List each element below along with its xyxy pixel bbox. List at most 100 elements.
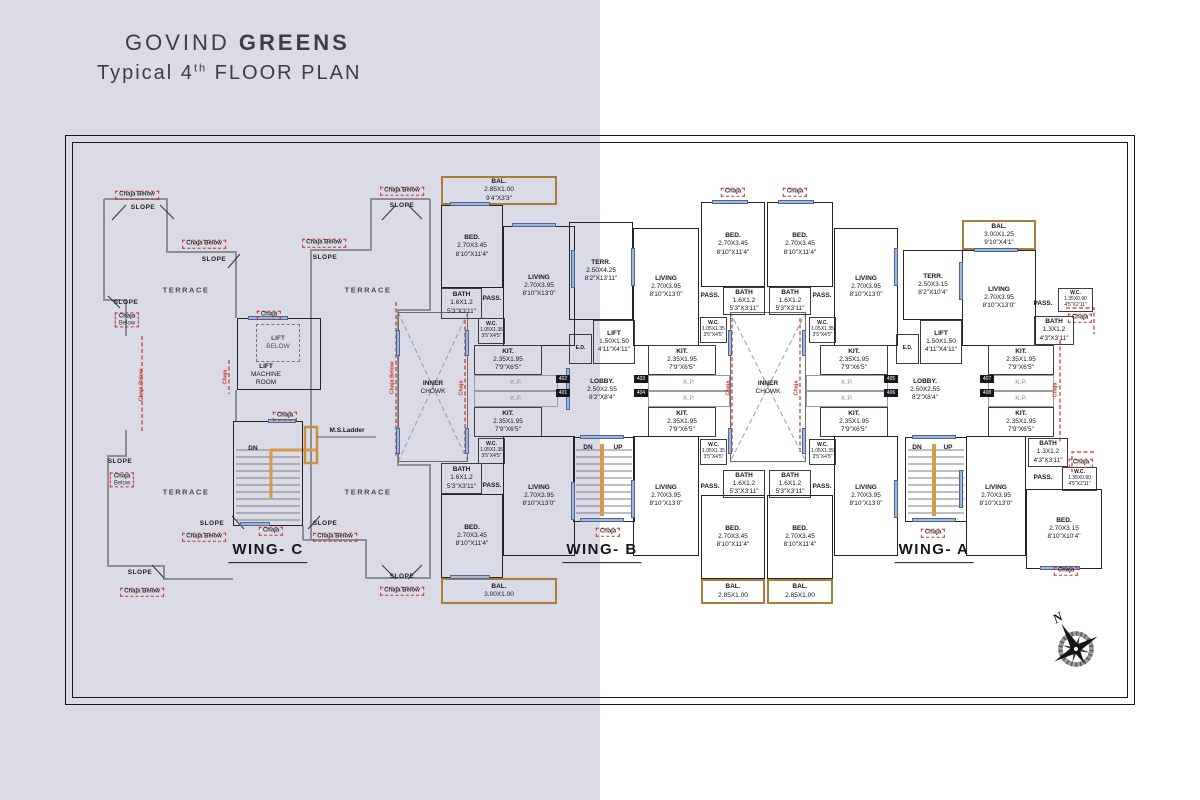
window xyxy=(728,428,732,454)
window xyxy=(778,200,814,204)
wingB-pass-left-top: PASS. xyxy=(700,291,720,299)
window xyxy=(728,330,732,356)
wingC-kp-1: K.P. xyxy=(474,375,558,391)
window xyxy=(465,330,469,356)
chaja-box-stairC-top: Chaja xyxy=(272,411,298,421)
wingB-pass-right-top: PASS. xyxy=(812,291,832,299)
window xyxy=(396,330,400,356)
terrace-label-4: TERRACE xyxy=(344,487,392,497)
chaja-below-box-10: Chaja Below xyxy=(380,586,424,596)
slope-label-2: SLOPE xyxy=(201,255,227,263)
wingC-pass-bot: PASS. xyxy=(482,481,502,489)
chaja-box-bedA: Chaja xyxy=(1053,566,1079,576)
window xyxy=(571,482,575,520)
wingC-bal-bot: BAL.3.00X1.00 xyxy=(441,578,557,604)
chaja-below-box-1: Chaja Below xyxy=(115,190,159,200)
wing-a-label: WING- A xyxy=(894,541,974,563)
wingA-ed: E.D. xyxy=(896,334,919,364)
window xyxy=(912,435,956,439)
window xyxy=(894,480,898,518)
flat-badge-2: 401 xyxy=(556,389,570,397)
window xyxy=(974,248,1018,252)
wingB-stair xyxy=(573,437,635,522)
chaja-box-lmr: Chaja xyxy=(256,310,282,320)
wingB-kp-left-1: K.P. xyxy=(648,375,730,391)
wingA-pass-bot: PASS. xyxy=(1033,473,1053,481)
plan-border-frame-inner xyxy=(72,142,1128,698)
flat-badge-7: 407 xyxy=(980,375,994,383)
chaja-vtext-wingA: Chaja xyxy=(1052,382,1059,398)
wingB-kp-right-1: K.P. xyxy=(806,375,888,391)
flat-badge-8: 408 xyxy=(980,389,994,397)
wingC-kp-2: K.P. xyxy=(474,391,558,407)
chaja-below-box-6: Chaja Below xyxy=(182,532,226,542)
chaja-box-stairA: Chaja xyxy=(920,528,946,538)
wingA-stair-up: UP xyxy=(943,443,953,451)
window xyxy=(894,248,898,286)
wingB-kp-right-2: K.P. xyxy=(806,391,888,407)
wingA-kp-2: K.P. xyxy=(988,391,1054,407)
window xyxy=(1040,566,1080,570)
window xyxy=(712,200,748,204)
wingB-stair-up: UP xyxy=(613,443,623,451)
project-title: GOVIND GREENS xyxy=(125,30,350,55)
wing-b-label: WING- B xyxy=(562,541,642,563)
terrace-label-2: TERRACE xyxy=(162,487,210,497)
window xyxy=(580,435,624,439)
chaja-below-box-2: Chaja Below xyxy=(182,239,226,249)
window xyxy=(396,428,400,454)
slope-label-8: SLOPE xyxy=(312,253,338,261)
chaja-box-stairC-bot: Chaja xyxy=(258,526,284,536)
wingB-ed: E.D. xyxy=(569,334,592,364)
window xyxy=(802,330,806,356)
compass-north-label: N xyxy=(1049,608,1066,627)
terrace-label-1: TERRACE xyxy=(162,285,210,295)
wingA-stair-dn: DN xyxy=(912,443,922,451)
plan-border-frame xyxy=(65,135,1135,705)
chaja-box-bedL: Chaja xyxy=(720,187,746,197)
window xyxy=(465,428,469,454)
window xyxy=(571,250,575,288)
flat-badge-3: 403 xyxy=(634,375,648,383)
chaja-below-box-8: Chaja Below xyxy=(302,238,346,248)
chaja-below-box-7: Chaja Below xyxy=(313,532,357,542)
slope-label-4: SLOPE xyxy=(107,457,133,465)
wingA-kp-1: K.P. xyxy=(988,375,1054,391)
